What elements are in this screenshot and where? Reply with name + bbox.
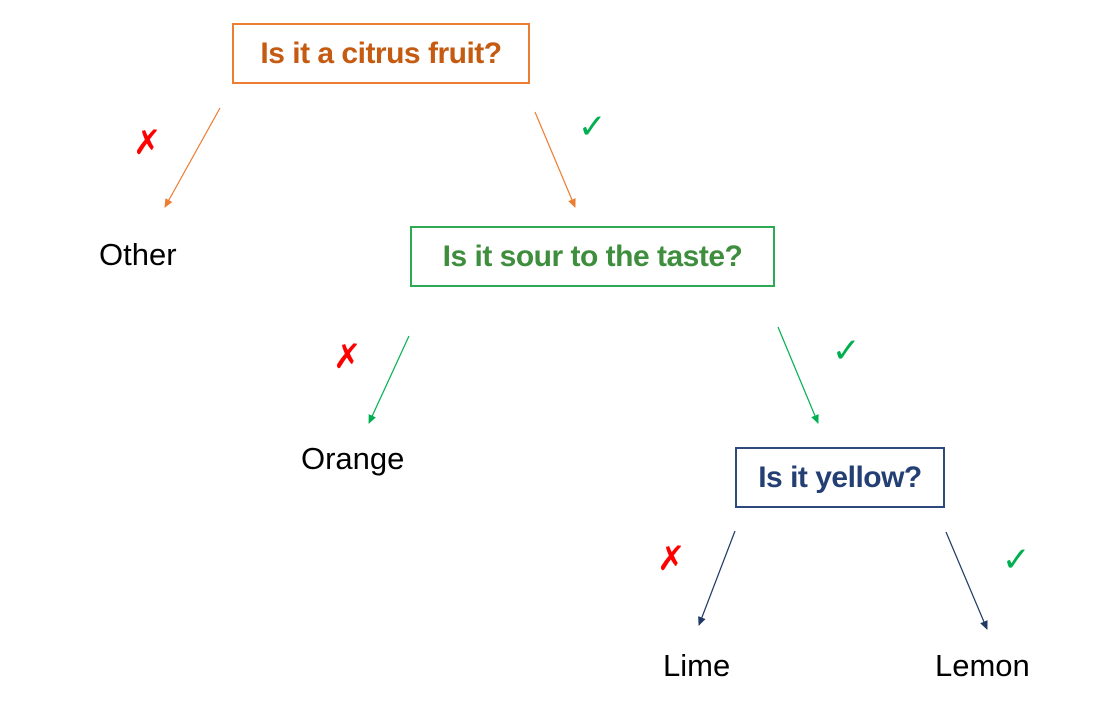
yes-check-icon: ✓ — [578, 107, 607, 147]
yes-check-icon: ✓ — [832, 331, 861, 371]
edge-sour-to-yellow — [777, 326, 819, 424]
question-sour-node: Is it sour to the taste? — [410, 226, 775, 287]
edge-root-to-other — [164, 107, 221, 208]
question-citrus-label: Is it a citrus fruit? — [260, 36, 502, 70]
no-cross-icon: ✗ — [657, 539, 686, 579]
edge-root-to-sour — [534, 111, 576, 208]
question-sour-label: Is it sour to the taste? — [442, 239, 743, 273]
leaf-other: Other — [99, 237, 177, 272]
leaf-lemon: Lemon — [935, 648, 1030, 683]
question-citrus-node: Is it a citrus fruit? — [232, 23, 530, 84]
no-cross-icon: ✗ — [333, 337, 362, 377]
edge-sour-to-orange — [368, 335, 410, 424]
no-cross-icon: ✗ — [133, 123, 162, 163]
edge-yellow-to-lime — [698, 530, 736, 626]
leaf-orange: Orange — [301, 441, 405, 476]
leaf-lime: Lime — [663, 648, 731, 683]
edge-yellow-to-lemon — [945, 531, 988, 630]
question-yellow-label: Is it yellow? — [758, 460, 922, 494]
question-yellow-node: Is it yellow? — [735, 447, 945, 508]
yes-check-icon: ✓ — [1002, 540, 1031, 580]
